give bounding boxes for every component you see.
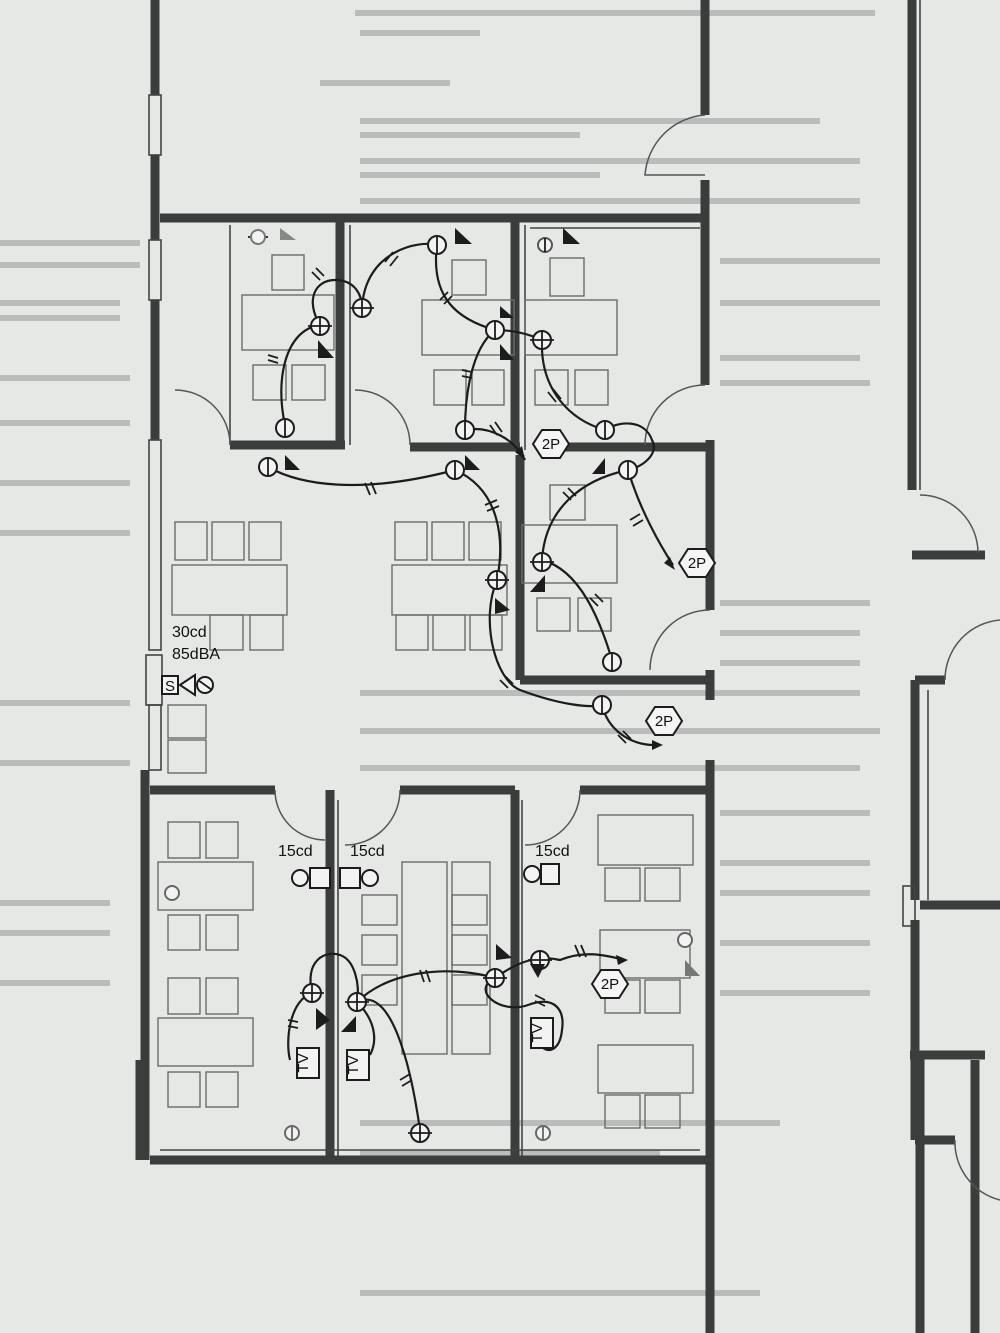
switch-letter: S [165, 678, 175, 695]
receptacle-icon [455, 420, 475, 440]
walls [135, 0, 1000, 1333]
data-outlets [280, 228, 700, 1032]
svg-text:2P: 2P [655, 713, 673, 730]
data-outlet-icon [318, 340, 334, 358]
home-run-tag: 2P [531, 429, 571, 459]
receptacle-icon [300, 983, 324, 1003]
receptacle-icon [258, 457, 278, 477]
tv-outlets: TV TV TV [295, 1017, 554, 1081]
data-outlet-icon [455, 228, 472, 244]
receptacle-icon [345, 992, 369, 1012]
data-outlet-icon [685, 960, 700, 976]
strobe-candela-label: 15cd [350, 843, 385, 860]
strobe-1: 15cd [278, 843, 331, 889]
strobe-2: 15cd [339, 843, 385, 889]
svg-text:2P: 2P [601, 976, 619, 993]
receptacle-icon [248, 229, 268, 245]
strobe-candela-label: 30cd [172, 624, 207, 641]
fire-alarm-horn-strobe: 30cd 85dBA S [161, 624, 220, 697]
receptacle-icon [483, 968, 507, 988]
home-run-tag: 2P [677, 548, 717, 578]
receptacle-icon [485, 320, 505, 340]
data-outlet-icon [495, 598, 510, 614]
receptacle-icon [677, 932, 693, 948]
svg-text:2P: 2P [688, 555, 706, 572]
tv-outlet-icon: TV [529, 1017, 554, 1049]
receptacle-icon [427, 235, 447, 255]
receptacles [164, 229, 693, 1143]
data-outlet-icon [316, 1008, 330, 1030]
horn-db-label: 85dBA [172, 646, 220, 663]
receptacle-icon [618, 460, 638, 480]
svg-text:2P: 2P [542, 436, 560, 453]
data-outlet-icon [285, 455, 300, 470]
tv-outlet-icon: TV [295, 1047, 320, 1079]
data-outlet-icon [592, 458, 605, 474]
receptacle-icon [164, 885, 180, 901]
strobe-candela-label: 15cd [278, 843, 313, 860]
data-outlet-icon [341, 1016, 356, 1032]
receptacle-icon [530, 330, 554, 350]
svg-text:TV: TV [345, 1055, 362, 1074]
home-run-tag: 2P [644, 706, 684, 736]
strobe-3: 15cd [523, 843, 570, 885]
receptacle-icon [485, 570, 509, 590]
doors [174, 114, 1000, 1201]
data-outlet-icon [496, 944, 512, 960]
receptacle-icon [308, 316, 332, 336]
data-outlet-icon [530, 964, 545, 978]
receptacle-icon [284, 1125, 300, 1141]
receptacle-icon [408, 1123, 432, 1143]
strobe-candela-label: 15cd [535, 843, 570, 860]
receptacle-icon [350, 298, 374, 318]
data-outlet-icon [500, 306, 514, 318]
receptacle-icon [595, 420, 615, 440]
receptacle-icon [530, 552, 554, 572]
data-outlet-icon [500, 344, 514, 360]
data-outlet-icon [563, 228, 580, 244]
faint-spec-notes [0, 10, 880, 1296]
svg-text:TV: TV [295, 1053, 312, 1072]
tv-outlet-icon: TV [345, 1049, 370, 1081]
receptacle-icon [535, 1125, 551, 1141]
receptacle-icon [602, 652, 622, 672]
conductor-ticks [267, 251, 644, 1087]
home-run-arrows [515, 446, 675, 965]
receptacle-icon [445, 460, 465, 480]
data-outlet-icon [530, 575, 545, 592]
data-outlet-icon [465, 455, 480, 470]
svg-text:TV: TV [529, 1023, 546, 1042]
receptacle-icon [592, 695, 612, 715]
receptacle-icon [537, 237, 553, 253]
data-outlet-icon [280, 228, 296, 240]
home-run-tag: 2P [590, 969, 630, 999]
receptacle-icon [275, 418, 295, 438]
home-run-tags: 2P 2P 2P 2P [531, 429, 717, 999]
